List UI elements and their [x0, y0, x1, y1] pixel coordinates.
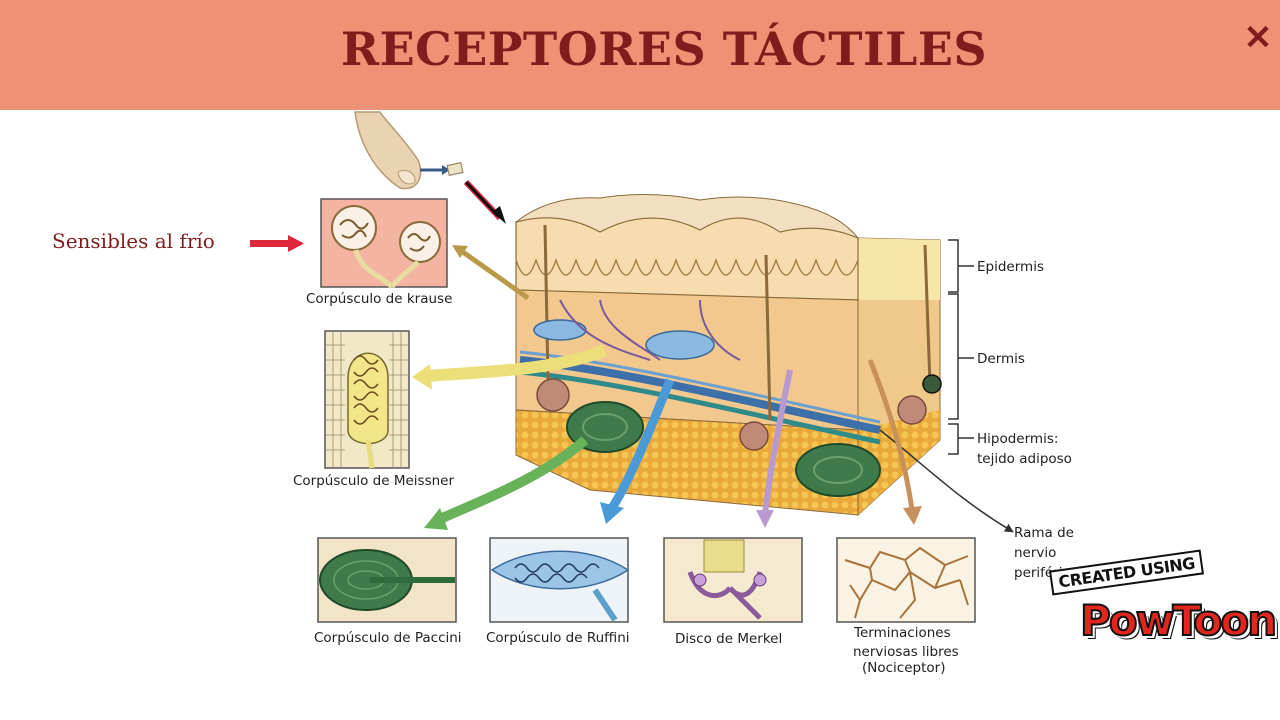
meissner-image — [324, 330, 410, 469]
header-bar: RECEPTORES TÁCTILES — [0, 0, 1280, 110]
krause-image — [320, 198, 448, 289]
cold-sensitive-note: Sensibles al frío — [52, 229, 215, 253]
finger-illustration — [354, 111, 464, 190]
touch-arrow — [463, 179, 506, 224]
label-free-endings-2: nerviosas libres — [853, 644, 959, 660]
label-meissner: Corpúsculo de Meissner — [293, 473, 455, 489]
free-endings-image — [836, 537, 976, 623]
label-nerve-branch-2: nervio — [1014, 545, 1057, 561]
label-merkel: Disco de Merkel — [675, 631, 783, 647]
label-paccini: Corpúsculo de Paccini — [314, 630, 462, 646]
ruffini-image — [489, 537, 630, 623]
skin-block — [515, 193, 942, 517]
merkel-image — [663, 537, 803, 623]
label-dermis: Dermis — [977, 351, 1025, 367]
callout-arrows — [412, 245, 922, 530]
label-nerve-branch-1: Rama de — [1014, 525, 1074, 541]
label-ruffini: Corpúsculo de Ruffini — [486, 630, 630, 646]
powtoon-logo[interactable]: PowToon — [1079, 595, 1278, 646]
label-nociceptor: (Nociceptor) — [862, 660, 946, 676]
page-title: RECEPTORES TÁCTILES — [340, 22, 988, 76]
label-adipose: tejido adiposo — [977, 451, 1072, 467]
note-arrow — [250, 235, 304, 252]
label-hypodermis: Hipodermis: — [977, 431, 1059, 447]
label-free-endings-1: Terminaciones — [854, 625, 951, 641]
paccini-image — [317, 537, 457, 623]
label-krause: Corpúsculo de krause — [306, 291, 453, 307]
close-icon[interactable]: ✕ — [1243, 19, 1273, 57]
label-epidermis: Epidermis — [977, 259, 1044, 275]
layer-brackets — [948, 239, 974, 455]
